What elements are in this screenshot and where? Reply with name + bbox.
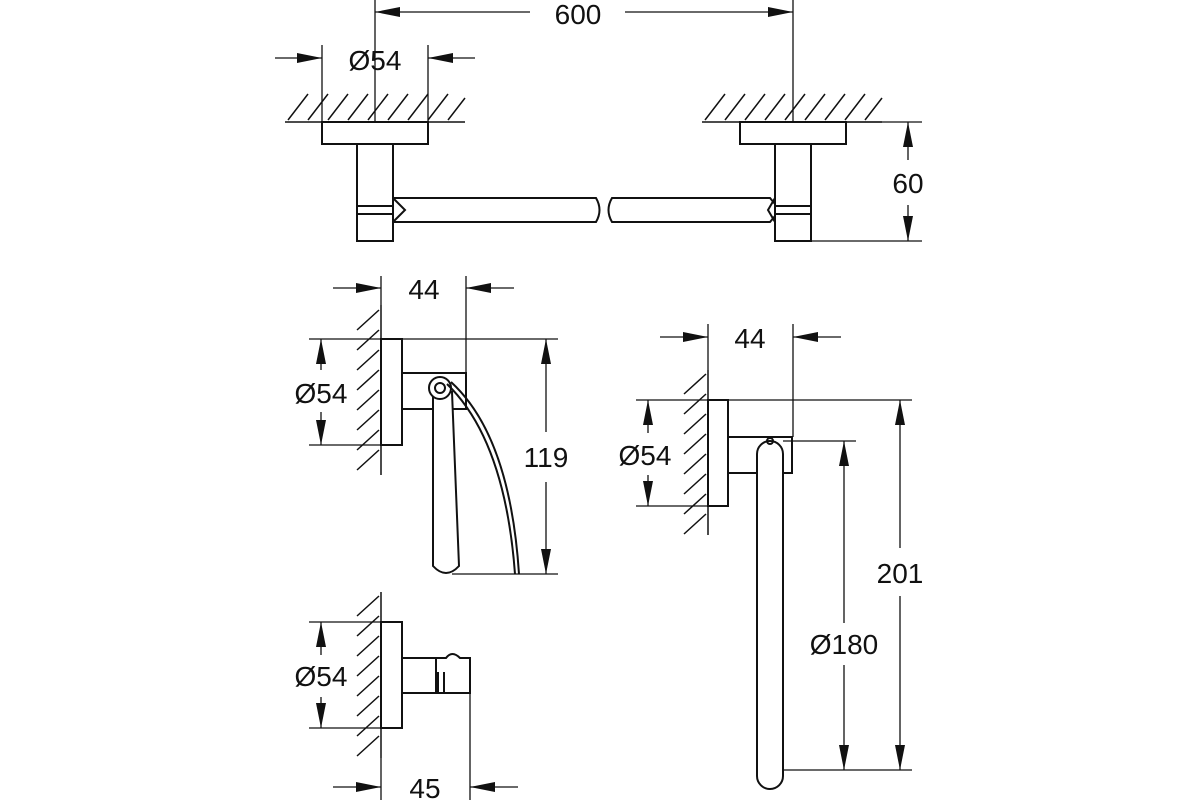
dim-label-44-ring: 44 [734,323,765,354]
dim-label-45: 45 [409,773,440,800]
dimension-dia54-towel-bar: Ø54 [275,45,475,122]
robe-hook-view: Ø54 45 [295,592,518,804]
towel-ring-view: 44 Ø54 201 Ø180 [619,323,924,790]
towel-bar-view: 600 Ø54 60 [275,0,924,242]
dimension-dia180: Ø180 [783,440,879,770]
towel-ring-body [707,399,793,790]
dim-label-dia54-hook: Ø54 [295,661,348,692]
dimension-dia54-robe-hook: Ø54 [295,621,381,729]
towel-bar-left-mount [321,121,429,242]
dimension-600: 600 [374,0,794,122]
dim-label-44-holder: 44 [408,274,439,305]
dim-label-600: 600 [555,0,602,30]
towel-bar-right-mount [739,121,847,242]
dimension-dia54-towel-ring: Ø54 [619,399,708,507]
dimension-44-towel-ring: 44 [660,323,841,437]
dimension-201: 201 [728,399,924,771]
dim-label-60: 60 [892,168,923,199]
dim-label-201: 201 [877,558,924,589]
dimension-60: 60 [811,121,924,242]
wall-hatching-robe-hook [356,592,382,758]
dimension-45: 45 [333,693,518,804]
wall-hatching-top-right [702,93,883,123]
dim-label-dia54-bar: Ø54 [349,45,402,76]
dim-label-119: 119 [524,442,569,473]
paper-holder-view: 44 Ø54 119 [295,274,569,575]
dim-label-dia180: Ø180 [810,629,879,660]
wall-hatching-towel-ring [683,370,709,535]
robe-hook-body [380,621,471,729]
dimension-119: 119 [402,338,569,575]
dim-label-dia54-holder: Ø54 [295,378,348,409]
dimension-44-paper-holder: 44 [333,274,514,373]
paper-holder-body [380,338,520,575]
dimension-dia54-paper-holder: Ø54 [295,338,381,446]
wall-hatching-paper-holder [356,305,382,475]
towel-bar-rail [392,197,782,223]
dim-label-dia54-ring: Ø54 [619,440,672,471]
